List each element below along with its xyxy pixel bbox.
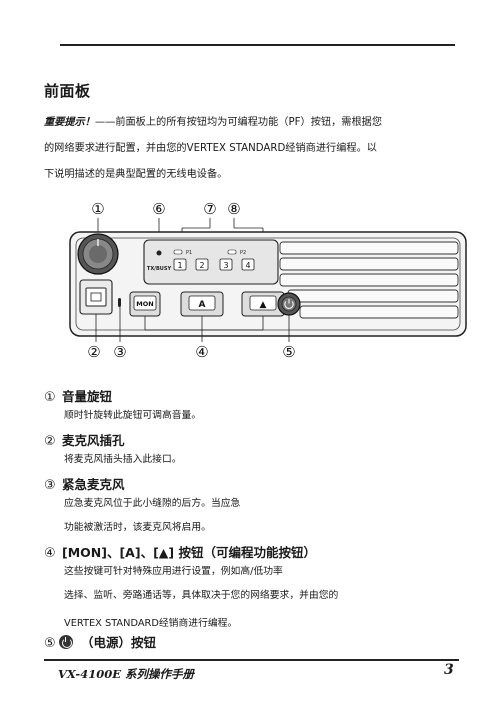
number-keys: 1 2 3 4: [173, 258, 255, 271]
svg-text:4: 4: [245, 261, 250, 270]
mic-jack: [79, 279, 113, 315]
important-label: 重要提示！: [44, 117, 95, 128]
up-button: ▲: [241, 291, 285, 317]
item-mic-jack: ② 麦克风插孔 将麦克风插头插入此接口。: [44, 433, 182, 465]
p2-indicator: [227, 249, 237, 255]
item-power-button: ⑤ （电源）按钮: [44, 635, 157, 651]
svg-text:1: 1: [177, 261, 182, 270]
callout-3: ③: [113, 343, 126, 361]
front-panel-diagram: ① ⑥ ⑦ ⑧ TX/BUSY P1 P2 1 2 3 4: [69, 200, 467, 361]
callout-8: ⑧: [227, 200, 240, 218]
svg-text:2: 2: [199, 261, 204, 270]
callout-1: ①: [91, 200, 104, 218]
item-volume-knob: ① 音量旋钮 顺时针旋转此旋钮可调高音量。: [44, 389, 202, 421]
manual-title: VX-4100E 系列操作手册: [58, 667, 194, 681]
intro-line-1: 重要提示！——前面板上的所有按钮均为可编程功能（PF）按钮，需根据您: [44, 117, 383, 128]
display-panel: [143, 239, 279, 285]
vent-grille: [279, 241, 459, 319]
power-icon: [58, 635, 73, 649]
section-title: 前面板: [44, 82, 91, 100]
item-pf-buttons: ④ [MON]、[A]、[▲] 按钮（可编程功能按钮） 这些按键可针对特殊应用进…: [44, 545, 339, 629]
svg-text:A: A: [199, 300, 206, 310]
intro-line-3: 下说明描述的是典型配置的无线电设备。: [44, 169, 228, 180]
callout-6: ⑥: [152, 200, 165, 218]
mon-button: MON: [129, 291, 161, 317]
top-rule: [60, 44, 455, 46]
p1-indicator: [173, 249, 183, 255]
callout-4: ④: [195, 343, 208, 361]
svg-text:3: 3: [223, 261, 228, 270]
bottom-rule: [44, 659, 459, 661]
page-number: 3: [444, 662, 454, 678]
item-emergency-mic: ③ 紧急麦克风 应急麦克风位于此小缝隙的后方。当应急 功能被激活时，该麦克风将启…: [44, 477, 241, 533]
p1-label: P1: [186, 250, 192, 256]
power-button: [277, 292, 301, 316]
svg-text:MON: MON: [136, 300, 153, 308]
callout-7: ⑦: [203, 200, 216, 218]
intro-line-2: 的网络要求进行配置，并由您的VERTEX STANDARD经销商进行编程。以: [44, 143, 377, 154]
volume-knob: [77, 233, 119, 275]
svg-text:▲: ▲: [260, 300, 267, 310]
tx-busy-label: TX/BUSY: [147, 266, 172, 272]
intro-paragraph: 重要提示！——前面板上的所有按钮均为可编程功能（PF）按钮，需根据您 的网络要求…: [44, 110, 459, 188]
emergency-mic-slot: [118, 298, 121, 307]
callout-2: ②: [87, 343, 100, 361]
a-button: A: [180, 291, 224, 317]
callout-5: ⑤: [282, 343, 295, 361]
p2-label: P2: [240, 250, 246, 256]
tx-busy-led: [156, 250, 162, 256]
